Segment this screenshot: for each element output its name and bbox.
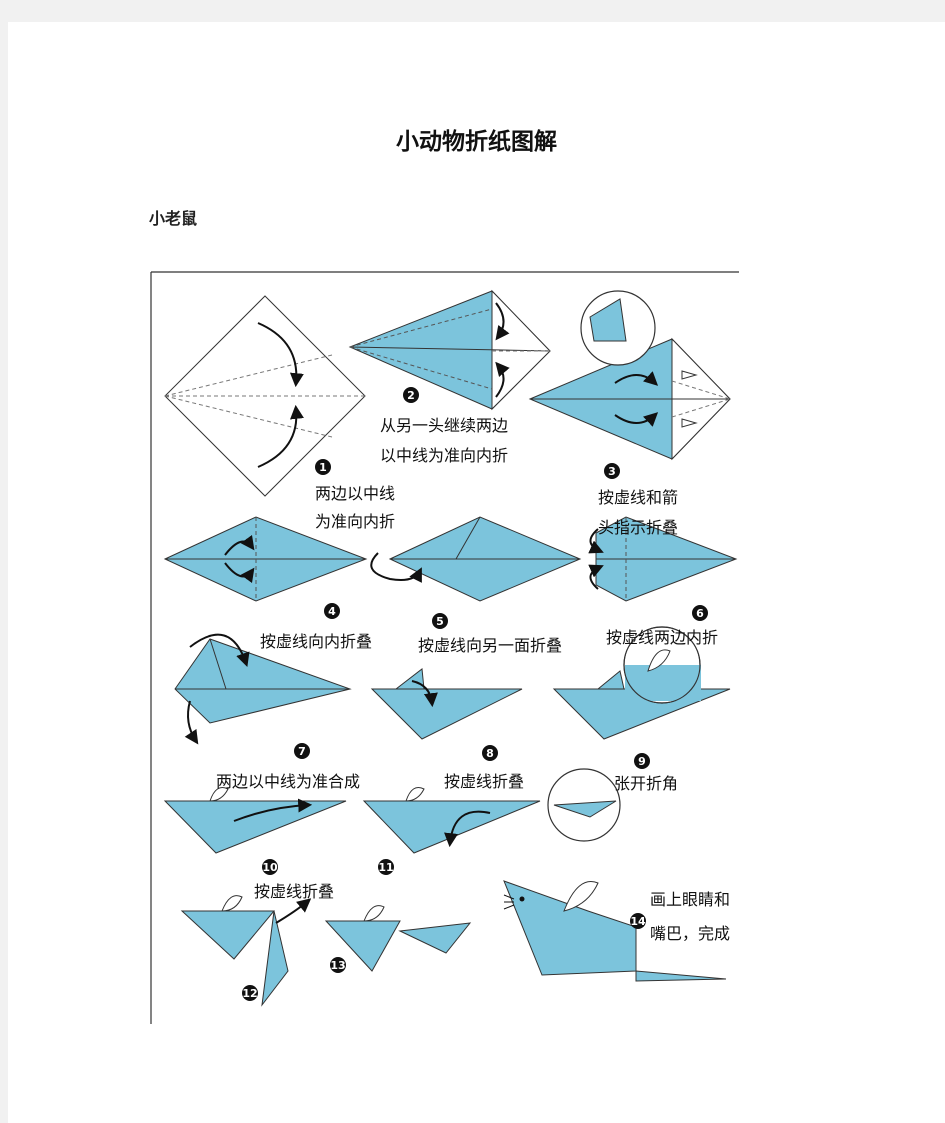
- step-11-number: 11: [378, 861, 393, 874]
- step-4-figure: [163, 516, 368, 602]
- step-6-caption: 按虚线两边内折: [606, 628, 718, 647]
- origami-mouse-diagram: 1 2 3 4 5 6 7 8 9 10 11 12 13 14 两边以中线 为…: [150, 271, 740, 1024]
- step-4-caption: 按虚线向内折叠: [260, 632, 372, 651]
- step-14-caption-line-1: 画上眼睛和: [650, 890, 730, 909]
- step-10-number: 10: [262, 861, 278, 874]
- step-2-caption-line-2: 以中线为准向内折: [380, 446, 508, 465]
- step-7-caption: 两边以中线为准合成: [216, 772, 360, 791]
- step-9-number: 9: [638, 755, 646, 768]
- step-3-caption-line-2: 头指示折叠: [598, 518, 678, 537]
- step-3-figure: [528, 290, 731, 461]
- step-number-badges: [242, 387, 708, 1001]
- step-7-figure: [174, 633, 352, 745]
- step-6-number: 6: [696, 607, 704, 620]
- step-1-figure: [164, 295, 366, 497]
- step-9-caption: 张开折角: [614, 774, 678, 793]
- step-8-caption: 按虚线折叠: [444, 772, 524, 791]
- step-8-figure: [370, 668, 523, 740]
- step-14-number: 14: [630, 915, 646, 928]
- step-2-figure: [348, 289, 551, 411]
- step-14-caption-line-2: 嘴巴，完成: [650, 924, 730, 943]
- step-number-texts: 1 2 3 4 5 6 7 8 9 10 11 12 13 14: [242, 389, 704, 1000]
- diagram-canvas: 1 2 3 4 5 6 7 8 9 10 11 12 13 14 两边以中线 为…: [150, 271, 739, 1024]
- step-2-caption-line-1: 从另一头继续两边: [380, 416, 508, 435]
- step-6-figure: [588, 516, 738, 602]
- step-2-number: 2: [407, 389, 415, 402]
- section-title: 小老鼠: [149, 209, 198, 228]
- step-13-figure: [324, 905, 472, 972]
- step-4-number: 4: [328, 605, 336, 618]
- step-10-figure: [163, 787, 347, 854]
- step-9-figure: [552, 626, 731, 740]
- step-8-number: 8: [486, 747, 494, 760]
- step-3-number: 3: [608, 465, 616, 478]
- step-12-figure: [180, 895, 312, 1007]
- step-14-figure: [503, 880, 727, 982]
- step-5-caption: 按虚线向另一面折叠: [418, 636, 562, 655]
- step-3-caption-line-1: 按虚线和箭: [598, 488, 678, 507]
- step-11-figure: [362, 768, 621, 854]
- step-7-number: 7: [298, 745, 306, 758]
- step-1-number: 1: [319, 461, 327, 474]
- step-13-number: 13: [330, 959, 345, 972]
- step-captions: 两边以中线 为准向内折 从另一头继续两边 以中线为准向内折 按虚线和箭 头指示折…: [216, 416, 730, 943]
- document-title: 小动物折纸图解: [396, 129, 557, 155]
- step-1-caption-line-1: 两边以中线: [315, 484, 395, 503]
- step-10-caption: 按虚线折叠: [254, 882, 334, 901]
- step-5-number: 5: [436, 615, 444, 628]
- step-5-figure: [370, 516, 582, 602]
- document-page: 小动物折纸图解 小老鼠: [8, 22, 945, 1123]
- step-1-caption-line-2: 为准向内折: [315, 512, 395, 531]
- step-12-number: 12: [242, 987, 257, 1000]
